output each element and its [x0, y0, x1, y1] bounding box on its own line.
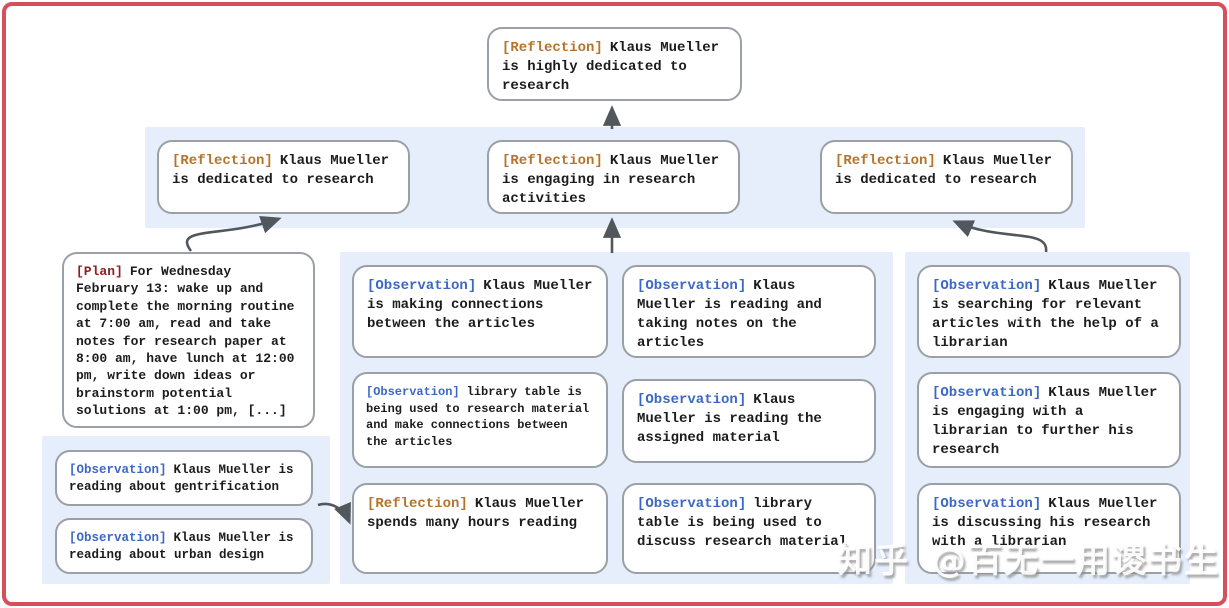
- node-obs-urban-design: [Observation]Klaus Mueller is reading ab…: [55, 518, 313, 574]
- node-obs-searching-articles: [Observation]Klaus Mueller is searching …: [917, 265, 1181, 358]
- node-text: Klaus Mueller is searching for relevant …: [932, 278, 1159, 351]
- zhihu-logo-text: 知乎: [838, 541, 910, 581]
- node-type-tag: [Observation]: [932, 278, 1042, 294]
- node-type-tag: [Observation]: [637, 496, 747, 512]
- node-text: Klaus Mueller is dedicated to research: [172, 153, 390, 188]
- node-text: Klaus Mueller is engaging in research ac…: [502, 153, 720, 207]
- node-obs-library-table-research: [Observation]library table is being used…: [352, 372, 608, 468]
- node-type-tag: [Observation]: [637, 392, 747, 408]
- node-plan-wednesday: [Plan]For Wednesday February 13: wake up…: [62, 252, 315, 428]
- node-reflection-dedicated-2: [Reflection]Klaus Mueller is dedicated t…: [820, 140, 1073, 214]
- node-type-tag: [Observation]: [69, 531, 167, 545]
- node-type-tag: [Observation]: [366, 385, 460, 399]
- node-type-tag: [Reflection]: [502, 153, 603, 169]
- node-type-tag: [Observation]: [367, 278, 477, 294]
- node-obs-making-connections: [Observation]Klaus Mueller is making con…: [352, 265, 608, 358]
- node-text: For Wednesday February 13: wake up and c…: [76, 264, 295, 419]
- node-text: Klaus Mueller is highly dedicated to res…: [502, 40, 720, 94]
- node-type-tag: [Plan]: [76, 264, 123, 279]
- node-text: Klaus Mueller is dedicated to research: [835, 153, 1053, 188]
- node-reflection-hours-reading: [Reflection]Klaus Mueller spends many ho…: [352, 483, 608, 574]
- node-reflection-engaging: [Reflection]Klaus Mueller is engaging in…: [487, 140, 740, 214]
- node-text: Klaus Mueller is discussing his research…: [932, 496, 1158, 550]
- node-text: Klaus Mueller is reading the assigned ma…: [637, 392, 822, 446]
- node-obs-gentrification: [Observation]Klaus Mueller is reading ab…: [55, 450, 313, 506]
- node-text: Klaus Mueller spends many hours reading: [367, 496, 585, 531]
- node-obs-taking-notes: [Observation]Klaus Mueller is reading an…: [622, 265, 876, 358]
- node-text: library table is being used to research …: [366, 385, 590, 449]
- node-text: Klaus Mueller is engaging with a librari…: [932, 385, 1158, 458]
- node-type-tag: [Reflection]: [835, 153, 936, 169]
- node-text: Klaus Mueller is reading about urban des…: [69, 531, 294, 562]
- node-type-tag: [Observation]: [637, 278, 747, 294]
- node-reflection-dedicated-1: [Reflection]Klaus Mueller is dedicated t…: [157, 140, 410, 214]
- node-type-tag: [Observation]: [932, 385, 1042, 401]
- node-type-tag: [Reflection]: [172, 153, 273, 169]
- node-type-tag: [Observation]: [932, 496, 1042, 512]
- node-type-tag: [Reflection]: [502, 40, 603, 56]
- node-text: Klaus Mueller is making connections betw…: [367, 278, 593, 332]
- zhihu-watermark: 知乎 @百无一用谡书生: [838, 533, 1220, 582]
- node-text: library table is being used to discuss r…: [637, 496, 848, 550]
- node-top-reflection: [Reflection]Klaus Mueller is highly dedi…: [487, 27, 742, 101]
- node-obs-library-table-discuss: [Observation]library table is being used…: [622, 483, 876, 574]
- node-type-tag: [Observation]: [69, 463, 167, 477]
- watermark-username: @百无一用谡书生: [932, 541, 1220, 581]
- node-obs-engaging-librarian: [Observation]Klaus Mueller is engaging w…: [917, 372, 1181, 468]
- node-text: Klaus Mueller is reading and taking note…: [637, 278, 822, 351]
- node-type-tag: [Reflection]: [367, 496, 468, 512]
- node-obs-assigned-material: [Observation]Klaus Mueller is reading th…: [622, 379, 876, 463]
- node-text: Klaus Mueller is reading about gentrific…: [69, 463, 294, 494]
- node-obs-discussing-librarian: [Observation]Klaus Mueller is discussing…: [917, 483, 1181, 574]
